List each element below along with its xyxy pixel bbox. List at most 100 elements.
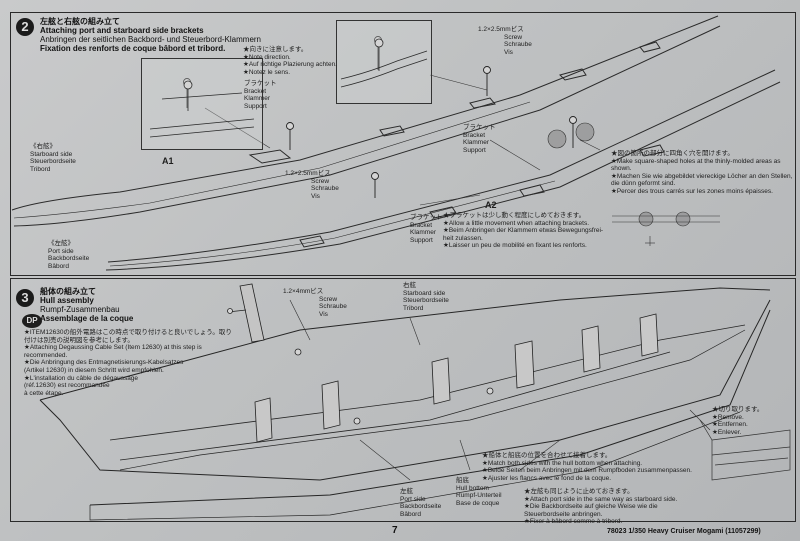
note-line: ★Machen Sie wie abgebildet viereckige Lö… [611, 172, 793, 180]
starboard-hull-part-a1 [11, 15, 721, 227]
part-a1-label: A1 [162, 156, 174, 166]
note-line: ★図の箇所の部分に四角く穴を開けます。 [611, 150, 734, 157]
step2-leaders [204, 74, 601, 206]
note-line: ★Beide Seiten beim Anbringen mit dem Rum… [482, 467, 692, 475]
label-line: Screw [504, 33, 523, 41]
note-line: ★Beim Anbringen der Klammern etwas Beweg… [443, 227, 604, 235]
note-line: heit zulassen. [443, 234, 483, 242]
label-line: Vis [504, 48, 513, 56]
hole-markers [547, 122, 691, 227]
label-line: Bracket [410, 221, 433, 229]
degaussing-cable-note: ★ITEM12630の船外電路はこの時点で取り付けると良いでしょう。取り 付けは… [24, 329, 232, 397]
note-line: recommended. [24, 351, 68, 359]
label-line: Bâbord [48, 262, 69, 270]
label-line: Screw [311, 177, 330, 185]
bulkheads [254, 313, 659, 443]
label-line: 1.2×2.5mmビス [478, 26, 524, 33]
label-line: Klammer [410, 229, 437, 237]
label-line: 1.2×4mmビス [283, 288, 324, 295]
note-line: ★Laisser un peu de mobilité en fixant le… [443, 242, 587, 250]
step2-title-jp: 左舷と右舷の組み立て [40, 17, 120, 26]
label-line: Support [244, 102, 267, 110]
step3-screw-label: 1.2×4mmビス Screw Schraube Vis [283, 288, 347, 318]
port-attach-note: ★左舷も同じように止めておきます。 ★Attach port side in t… [524, 488, 677, 526]
product-footer: 78023 1/350 Heavy Cruiser Mogami (110572… [607, 528, 761, 535]
page-number: 7 [392, 525, 398, 536]
step3-title-de: Rumpf-Zusammenbau [40, 305, 120, 314]
label-line: Bâbord [400, 510, 421, 518]
direction-inset [141, 58, 263, 150]
label-line: Port side [48, 247, 74, 255]
note-line: ★Die Backbordseite auf gleiche Weise wie… [524, 503, 658, 511]
note-line: ★Ajuster les flancs avec le fond de la c… [482, 474, 612, 482]
note-line: ★船体と船底の位置を合わせて接着します。 [482, 452, 612, 459]
label-line: Port side [400, 495, 426, 503]
part-a2-label: A2 [485, 200, 497, 210]
label-line: 《右舷》 [30, 143, 56, 150]
note-line: die dünn geformt sind. [611, 180, 676, 188]
step2-title-en: Attaching port and starboard side bracke… [40, 26, 204, 35]
step3-screws [227, 308, 494, 425]
note-line: ★Remove. [712, 413, 744, 421]
label-line: Rumpf-Unterteil [456, 492, 502, 500]
label-line: Schraube [311, 185, 339, 193]
step3-title-jp: 船体の組み立て [40, 287, 96, 296]
note-line: ★Notez le sens. [243, 68, 291, 76]
step3-panel [10, 278, 796, 522]
note-line: ★L'installation du câble de dégaussage [24, 374, 139, 382]
note-line: ★ブラケットは少し動く程度にしめておきます。 [443, 212, 586, 219]
label-line: 1.2×2.5mmビス [285, 170, 331, 177]
match-hull-note: ★船体と船底の位置を合わせて接着します。 ★Match both sides w… [482, 452, 692, 482]
label-line: Steuerbordseite [30, 158, 76, 166]
step3-title: 船体の組み立て Hull assembly Rumpf-Zusammenbau … [40, 287, 133, 323]
label-line: Starboard side [30, 150, 73, 158]
note-line: ★Attach port side in the same way as sta… [524, 495, 678, 503]
remove-detail [699, 419, 791, 481]
label-line: Backbordseite [400, 503, 442, 511]
label-line: Klammer [463, 139, 490, 147]
label-line: Support [463, 146, 486, 154]
note-line: ★Percer des trous carrés sur les zones m… [611, 187, 773, 195]
label-line: Schraube [319, 303, 347, 311]
step2-screw-label-upper: 1.2×2.5mmビス Screw Schraube Vis [478, 26, 532, 56]
note-line: ★Allow a little movement when attaching … [443, 219, 590, 227]
note-line: ★Make square-shaped holes at the thinly-… [611, 157, 781, 165]
step2-screw-label-lower: 1.2×2.5mmビス Screw Schraube Vis [285, 170, 339, 200]
note-line: à cette étape. [24, 389, 64, 397]
step2-number: 2 [16, 18, 34, 36]
note-line: ★Die Anbringung des Entmagnetisierungs-K… [24, 359, 184, 367]
step3-starboard-label: 右舷 Starboard side Steuerbordseite Tribor… [403, 282, 449, 312]
label-line: Tribord [30, 165, 51, 173]
step3-title-en: Hull assembly [40, 296, 94, 305]
step2-bracket-label-mid: ブラケット Bracket Klammer Support [463, 124, 496, 154]
step3-number: 3 [16, 289, 34, 307]
note-line: Steuerbordseite anbringen. [524, 510, 603, 518]
step3-leaders [289, 299, 711, 481]
bracket-movement-note: ★ブラケットは少し動く程度にしめておきます。 ★Allow a little m… [443, 212, 603, 250]
label-line: ブラケット [410, 214, 443, 221]
note-line: shown. [611, 165, 632, 173]
label-line: Vis [311, 192, 320, 200]
note-line: ★Note direction. [243, 53, 291, 61]
label-line: Tribord [403, 304, 424, 312]
remove-note: ★切り取ります。 ★Remove. ★Entfernen. ★Enlever. [712, 406, 763, 436]
note-line: 付けは別売の説明図を参考にします。 [24, 336, 134, 344]
note-line: (réf.12630) est recommandée [24, 382, 110, 390]
label-line: Schraube [504, 41, 532, 49]
bracket-inset [336, 20, 432, 104]
step2-title: 左舷と右舷の組み立て Attaching port and starboard … [40, 17, 261, 53]
note-line: ★Enlever. [712, 428, 742, 436]
note-line: ★左舷も同じように止めておきます。 [524, 488, 634, 495]
label-line: Vis [319, 310, 328, 318]
label-line: Backbordseite [48, 255, 90, 263]
note-line: ★Auf richtige Plazierung achten. [243, 61, 337, 69]
step2-title-fr: Fixation des renforts de coque bâbord et… [40, 44, 226, 53]
label-line: Steuerbordseite [403, 297, 449, 305]
label-line: Starboard side [403, 289, 446, 297]
square-holes-note: ★図の箇所の部分に四角く穴を開けます。 ★Make square-shaped … [611, 150, 792, 196]
label-line: 右舷 [403, 282, 416, 289]
bracket-inset-drawing [340, 38, 428, 88]
note-line: (Artikel 12630) in diesem Schritt wird e… [24, 366, 164, 374]
label-line: Klammer [244, 95, 271, 103]
